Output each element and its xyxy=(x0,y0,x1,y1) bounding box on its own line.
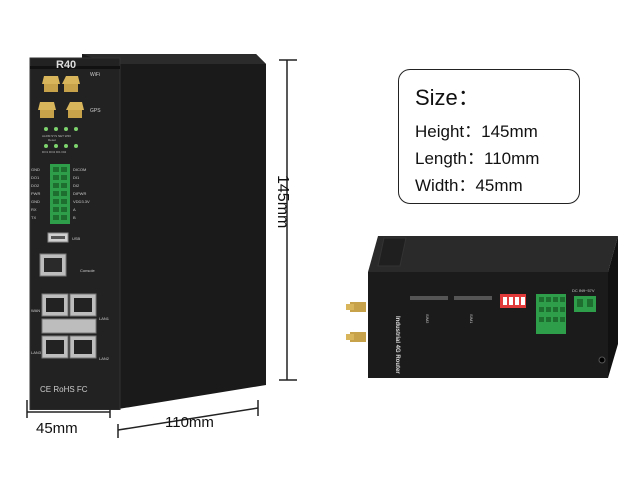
reset-label: Reset xyxy=(48,138,56,142)
length-spec: Length：110mm xyxy=(415,149,540,168)
sim1-slot xyxy=(454,296,492,300)
svg-text:DIPWR: DIPWR xyxy=(73,191,86,196)
router-body-side xyxy=(82,54,266,410)
gps-label: GPS xyxy=(90,108,101,114)
svg-text:RX: RX xyxy=(31,207,37,212)
ground-screw xyxy=(598,356,606,364)
power-label: DC IN9~57V xyxy=(572,288,595,293)
svg-text:VDD3.3V: VDD3.3V xyxy=(73,199,90,204)
svg-text:DO2: DO2 xyxy=(31,183,40,188)
svg-text:A: A xyxy=(73,207,76,212)
leds-row1-label: ALRM SYS NET WIFI xyxy=(42,134,71,138)
wan-label: WAN xyxy=(31,308,40,313)
leds-row2-label: DO1 DO2 DI1 DI2 xyxy=(42,150,67,154)
depth-dimension-label: 45mm xyxy=(36,420,78,437)
side-router-label: Industrial 4G Router xyxy=(394,316,400,374)
wifi-label: WiFi xyxy=(90,72,100,78)
cert-label: CE RoHS FC xyxy=(40,385,88,394)
svg-text:GND: GND xyxy=(31,167,40,172)
status-leds xyxy=(44,127,78,148)
router-front-view: R40 WiFi GPS ALRM SYS NET WIFI Reset DO1… xyxy=(29,54,266,410)
side-panel xyxy=(368,272,608,378)
sim1-label: SIM1 xyxy=(469,314,474,324)
svg-text:B: B xyxy=(73,215,76,220)
svg-text:DI1: DI1 xyxy=(73,175,80,180)
size-title: Size： xyxy=(415,85,480,110)
model-label: R40 xyxy=(56,59,76,71)
width-spec: Width：45mm xyxy=(415,176,523,195)
svg-text:DICOM: DICOM xyxy=(73,167,86,172)
svg-text:DO1: DO1 xyxy=(31,175,40,180)
svg-text:PWR: PWR xyxy=(31,191,40,196)
usb-label: USB xyxy=(72,236,81,241)
height-dimension-label: 145mm xyxy=(274,175,291,229)
antenna-connectors xyxy=(38,76,84,118)
sim2-label: SIM2 xyxy=(425,314,430,324)
size-spec-box: Size： Height：145mm Length：110mm Width：45… xyxy=(398,69,580,204)
side-antennas xyxy=(346,302,366,342)
router-side-view: Industrial 4G Router SIM2 SIM1 DC IN9~57… xyxy=(346,236,618,378)
lan3-label: LAN3 xyxy=(31,350,42,355)
length-dimension-label: 110mm xyxy=(165,414,214,431)
svg-text:TX: TX xyxy=(31,215,36,220)
svg-text:GND: GND xyxy=(31,199,40,204)
svg-text:DI2: DI2 xyxy=(73,183,80,188)
height-spec: Height：145mm xyxy=(415,122,538,141)
console-label: Console xyxy=(80,268,95,273)
lan1-label: LAN1 xyxy=(99,316,110,321)
lan2-label: LAN2 xyxy=(99,356,110,361)
ethernet-ports xyxy=(41,293,97,359)
sim2-slot xyxy=(410,296,448,300)
